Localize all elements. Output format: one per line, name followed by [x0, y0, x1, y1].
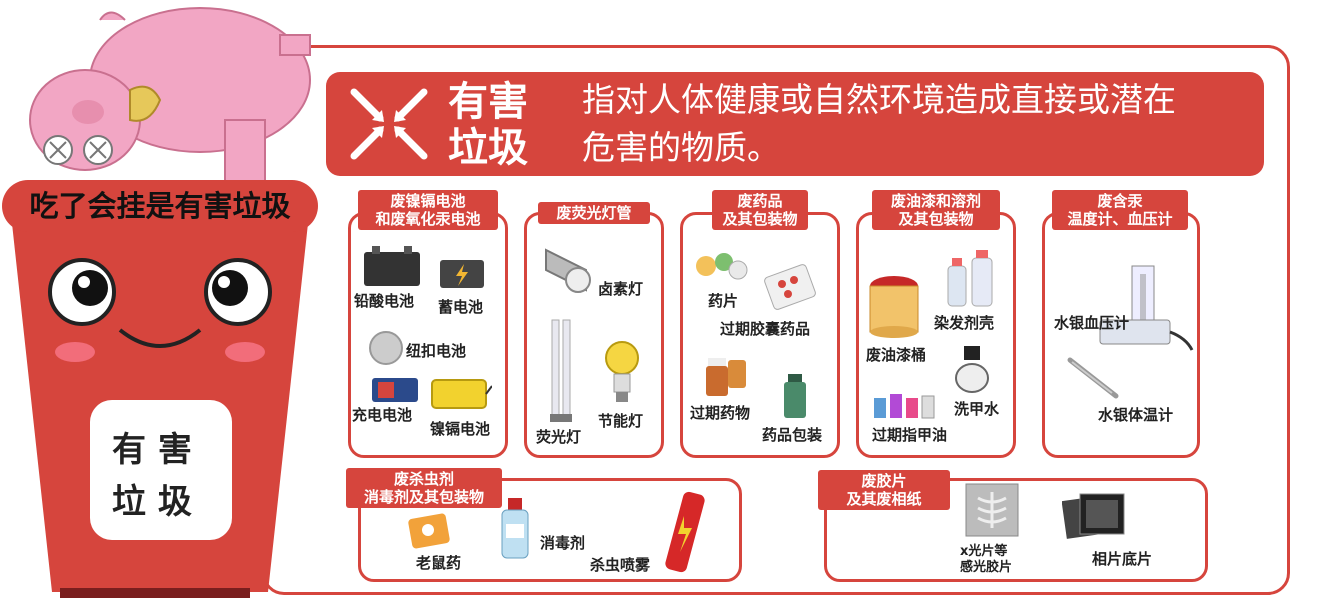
insecticide-spray-icon [665, 491, 705, 573]
halogen-lamp-icon [545, 248, 591, 293]
capsule-blister-icon [764, 264, 816, 310]
item-label: 水银体温计 [1098, 406, 1174, 424]
item-label: 药片 [708, 292, 739, 310]
mascot-caption-bubble: 吃了会挂是有害垃圾 [2, 180, 318, 232]
category-medicine-tag: 废药品 及其包装物 [712, 190, 808, 230]
item-label: 废油漆桶 [866, 346, 927, 364]
item-label: 铅酸电池 [354, 292, 415, 310]
header-banner: 有害 垃圾 指对人体健康或自然环境造成直接或潜在 危害的物质。 [326, 72, 1264, 176]
category-pesticide-tag: 废杀虫剂 消毒剂及其包装物 [346, 468, 502, 508]
nail-polish-remover-icon [955, 346, 989, 393]
banner-title-line2: 垃圾 [448, 125, 528, 171]
item-label: 水银血压计 [1054, 314, 1130, 332]
category-mercury-tag: 废含汞 温度计、血压计 [1052, 190, 1188, 230]
mercury-thermometer-icon [1067, 357, 1119, 399]
category-lamps-tag: 废荧光灯管 [538, 202, 650, 224]
banner-title-line1: 有害 [448, 79, 528, 125]
storage-battery-icon [440, 260, 484, 288]
nicd-battery-icon [431, 379, 492, 409]
item-label: 相片底片 [1092, 550, 1153, 568]
banner-desc-line2: 危害的物质。 [582, 128, 780, 167]
disinfectant-bottle-icon [501, 498, 529, 559]
pills-icon [696, 253, 748, 280]
item-label: 荧光灯 [536, 428, 582, 446]
item-label: 杀虫喷雾 [590, 556, 651, 574]
mercury-sphygmomanometer-icon [1099, 265, 1194, 351]
item-label: x光片等 [960, 544, 1008, 559]
item-label: 洗甲水 [954, 400, 1000, 418]
nail-polish-icon [874, 394, 935, 419]
fluorescent-tube-icon [550, 319, 572, 422]
category-paint-tag: 废油漆和溶剂 及其包装物 [872, 190, 1000, 230]
banner-desc-line1: 指对人体健康或自然环境造成直接或潜在 [582, 80, 1176, 119]
item-label: 节能灯 [598, 412, 644, 430]
item-label: 消毒剂 [540, 534, 586, 552]
item-label: 过期药物 [690, 404, 751, 422]
category-medicine [680, 212, 840, 458]
cup-label-line2: 垃 圾 [112, 482, 192, 522]
item-label: 老鼠药 [416, 554, 462, 572]
rat-poison-icon [408, 513, 450, 549]
item-label: 充电电池 [352, 406, 413, 424]
item-label: 药品包装 [762, 426, 823, 444]
item-label: 感光胶片 [960, 560, 1013, 575]
item-label: 镍镉电池 [430, 420, 491, 438]
item-label: 染发剂壳 [934, 314, 995, 332]
medicine-package-icon [784, 374, 806, 418]
paint-bucket-icon [869, 276, 919, 338]
cup-label-line1: 有 害 [112, 430, 192, 470]
button-cell-icon [369, 331, 403, 365]
hair-dye-bottles-icon [947, 250, 993, 307]
photo-negative-icon [1062, 493, 1125, 539]
category-film-tag: 废胶片 及其废相纸 [818, 470, 950, 510]
lead-acid-battery-icon [364, 246, 420, 286]
rechargeable-battery-icon [372, 378, 418, 402]
medicine-bottle-icon [706, 358, 746, 396]
category-batteries-tag: 废镍镉电池 和废氧化汞电池 [358, 190, 498, 230]
item-label: 过期指甲油 [872, 426, 948, 444]
x-ray-film-icon [965, 483, 1019, 537]
item-label: 过期胶囊药品 [720, 320, 811, 338]
item-label: 卤素灯 [598, 280, 644, 298]
hazard-x-icon [350, 88, 428, 160]
mascot-illustration [10, 7, 311, 598]
energy-saving-bulb-icon [605, 341, 639, 402]
item-label: 纽扣电池 [406, 342, 467, 360]
item-label: 蓄电池 [438, 298, 484, 316]
mascot-caption: 吃了会挂是有害垃圾 [29, 189, 291, 223]
